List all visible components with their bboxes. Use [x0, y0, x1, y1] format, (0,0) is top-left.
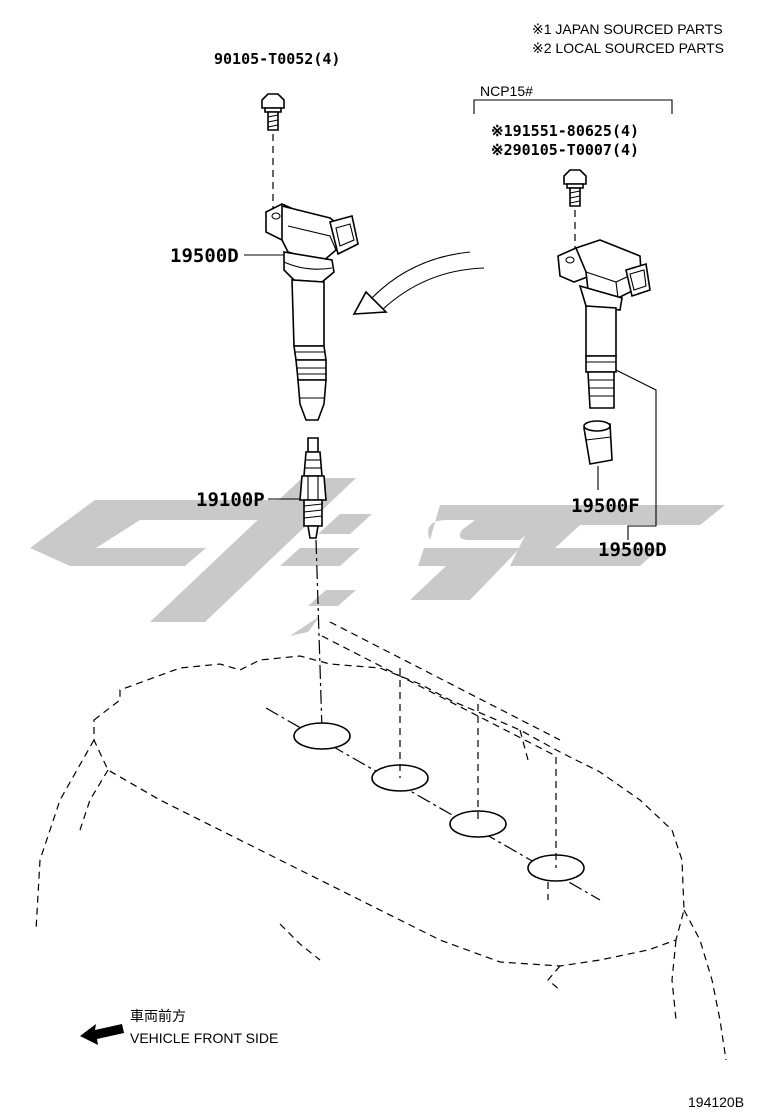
note-local-sourced: ※2 LOCAL SOURCED PARTS: [532, 40, 724, 56]
spark-plug-axis: [315, 539, 323, 731]
coil-boot-icon: [583, 420, 613, 465]
ignition-coil-right-icon: [557, 239, 651, 409]
label-bolt-right-japan: ※191551-80625(4): [491, 122, 639, 140]
variant-bracket: NCP15#: [473, 83, 673, 114]
direction-japanese: 車両前方: [130, 1008, 186, 1024]
ignition-coil-left-icon: [265, 203, 359, 421]
spark-plug-icon: [299, 437, 327, 539]
arrow-left-icon: [80, 1024, 124, 1045]
label-coil-right: 19500D: [598, 539, 667, 561]
label-coil-right-sub: 19500F: [571, 495, 640, 517]
label-bolt-right-local: ※290105-T0007(4): [491, 141, 639, 159]
leader-coil-right: [611, 367, 657, 540]
curved-arrow-icon: [352, 251, 485, 315]
figure-id: 194120B: [688, 1094, 744, 1110]
label-bolt-left: 90105-T0052(4): [214, 50, 340, 68]
bolt-right-icon: [563, 169, 587, 207]
watermark-logo: [30, 478, 725, 636]
label-coil-left: 19500D: [170, 245, 239, 267]
variant-label: NCP15#: [480, 83, 533, 99]
vehicle-front-indicator: 車両前方 VEHICLE FRONT SIDE: [80, 1008, 278, 1046]
label-spark-plug: 19100P: [196, 489, 265, 511]
note-japan-sourced: ※1 JAPAN SOURCED PARTS: [532, 21, 723, 37]
bolt-left-icon: [261, 93, 285, 131]
cylinder-head-outline: [35, 621, 727, 1061]
direction-english: VEHICLE FRONT SIDE: [130, 1030, 278, 1046]
